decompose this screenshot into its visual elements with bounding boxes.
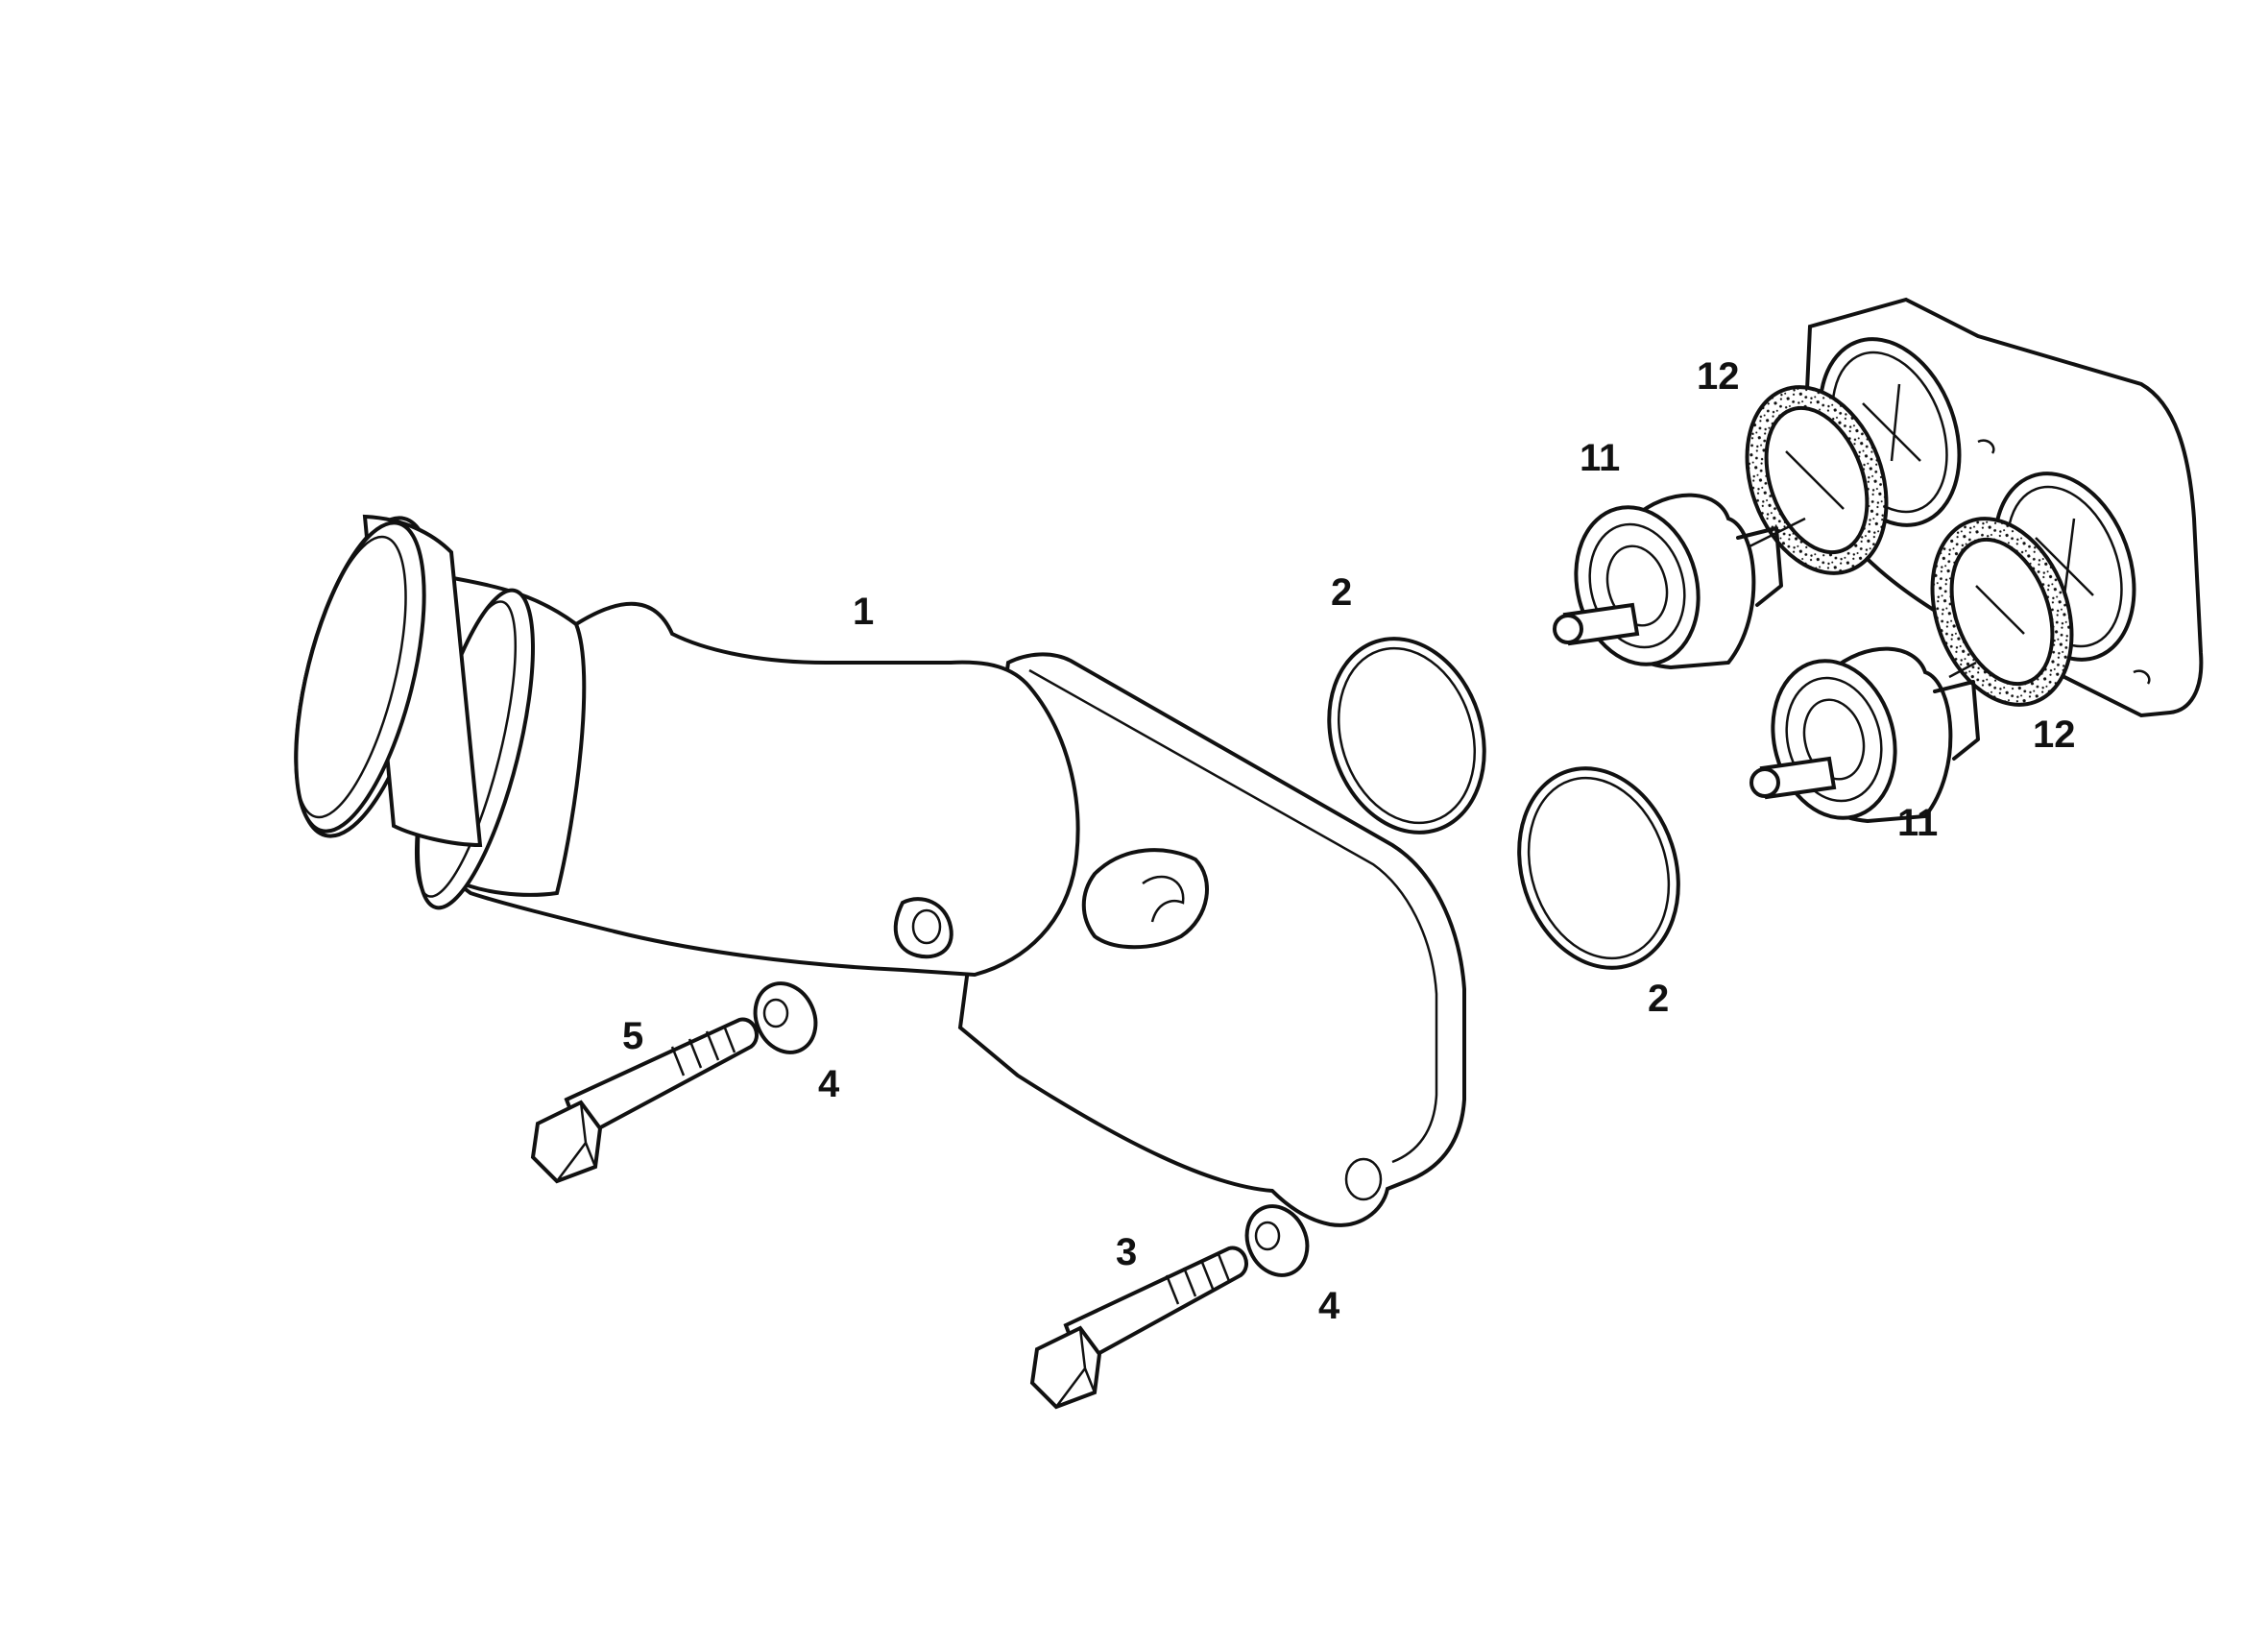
washer-upper [753, 981, 818, 1054]
callout-part-5: 5 [622, 1015, 643, 1057]
callout-part-12-lower: 12 [2033, 714, 2076, 756]
thermostat-lower [1749, 646, 1980, 824]
callout-part-4-lower: 4 [1318, 1285, 1340, 1327]
thermostat-upper [1553, 493, 1806, 670]
o-ring-lower [1517, 766, 1680, 970]
callout-part-2-upper: 2 [1331, 571, 1352, 614]
o-ring-upper [1327, 637, 1486, 835]
callout-labels: 1 2 2 3 4 4 5 11 11 12 12 [622, 355, 2076, 1327]
gasket-upper [1745, 385, 1889, 575]
callout-part-4-upper: 4 [818, 1063, 840, 1105]
elbow-housing [294, 514, 1466, 1227]
callout-part-2-lower: 2 [1648, 978, 1669, 1020]
callout-part-11-upper: 11 [1580, 437, 1620, 479]
callout-part-11-lower: 11 [1897, 802, 1938, 844]
gasket-lower [1930, 517, 2074, 707]
bolt-lower [1029, 1246, 1248, 1410]
callout-part-12-upper: 12 [1697, 355, 1740, 398]
bolt-upper [530, 1017, 759, 1184]
callout-part-3: 3 [1116, 1231, 1137, 1273]
callout-part-1: 1 [853, 591, 874, 633]
washer-lower [1244, 1204, 1310, 1277]
